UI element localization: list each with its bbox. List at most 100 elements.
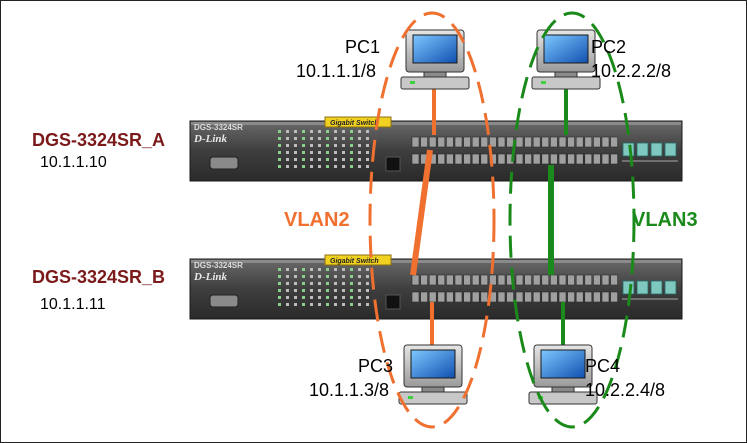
rj45-port-icon: [480, 153, 489, 165]
status-led-icon: [350, 296, 353, 299]
status-led-icon: [358, 144, 361, 147]
status-led-icon: [326, 296, 329, 299]
status-led-icon: [310, 289, 313, 292]
switch-b-name: DGS-3324SR_B: [32, 267, 166, 287]
status-led-icon: [342, 275, 345, 278]
pc1-computer-icon: [400, 29, 470, 90]
rj45-port-icon: [497, 291, 506, 303]
sfp-port-icon: [622, 142, 635, 157]
status-led-icon: [286, 303, 289, 306]
rj45-port-icon: [550, 274, 558, 286]
screen-icon: [412, 34, 458, 64]
sfp-port-icon: [650, 142, 663, 157]
status-led-icon: [326, 144, 329, 147]
status-led-icon: [278, 130, 281, 133]
status-led-icon: [334, 275, 337, 278]
status-led-icon: [294, 130, 297, 133]
rj45-port-icon: [567, 153, 575, 165]
status-led-icon: [310, 303, 313, 306]
console-port-icon: [209, 156, 239, 170]
status-led-icon: [366, 303, 369, 306]
status-led-icon: [358, 275, 361, 278]
status-led-icon: [366, 289, 369, 292]
rj45-port-icon: [567, 274, 575, 286]
status-led-icon: [302, 158, 305, 161]
rj45-port-icon: [497, 274, 506, 286]
status-led-icon: [302, 275, 305, 278]
status-led-icon: [342, 151, 345, 154]
sfp-port-icon: [636, 280, 649, 295]
status-led-icon: [302, 137, 305, 140]
rj45-port-icon: [428, 274, 437, 286]
status-led-icon: [358, 165, 361, 168]
status-led-icon: [342, 268, 345, 271]
rj45-port-icon: [558, 153, 567, 165]
status-led-icon: [318, 296, 321, 299]
gigabit-badge: [324, 254, 392, 266]
status-led-icon: [302, 144, 305, 147]
rj45-port-icon: [532, 274, 541, 286]
status-led-icon: [334, 289, 337, 292]
status-led-icon: [350, 137, 353, 140]
status-led-icon: [286, 296, 289, 299]
status-led-icon: [334, 144, 337, 147]
gigabit-badge-text: Gigabit Switch: [330, 120, 379, 127]
power-led-icon: [410, 81, 415, 84]
status-led-icon: [294, 289, 297, 292]
rj45-port-icon: [584, 291, 593, 303]
status-led-icon: [286, 268, 289, 271]
rj45-port-icon: [420, 136, 428, 148]
status-led-icon: [350, 144, 353, 147]
rj45-port-icon: [411, 274, 420, 286]
status-led-icon: [342, 144, 345, 147]
status-led-icon: [366, 275, 369, 278]
desktop-case-icon: [400, 76, 470, 90]
rj45-port-icon: [593, 291, 601, 303]
status-led-icon: [366, 137, 369, 140]
rj45-port-icon: [601, 136, 610, 148]
rj45-port-icon: [454, 153, 463, 165]
sfp-port-icon: [650, 280, 663, 295]
status-led-icon: [286, 137, 289, 140]
desktop-case-icon: [528, 391, 598, 405]
rj45-port-icon: [411, 136, 420, 148]
pc2-name: PC2: [591, 37, 627, 57]
gigabit-badge: [324, 116, 392, 128]
status-led-icon: [350, 268, 353, 271]
monitor-stand-icon: [554, 71, 578, 78]
rj45-port-icon: [420, 274, 428, 286]
status-led-icon: [310, 137, 313, 140]
status-led-icon: [310, 296, 313, 299]
status-led-icon: [318, 165, 321, 168]
status-led-icon: [278, 296, 281, 299]
status-led-icon: [358, 268, 361, 271]
status-led-icon: [278, 289, 281, 292]
rj45-port-icon: [471, 291, 480, 303]
rj45-port-icon: [550, 291, 558, 303]
rj45-port-icon: [480, 291, 489, 303]
status-led-icon: [366, 130, 369, 133]
rj45-port-icon: [558, 291, 567, 303]
switch-a-ip: 10.1.1.10: [40, 154, 107, 171]
status-led-icon: [358, 137, 361, 140]
switch-brand-logo: D-Link: [193, 133, 228, 145]
status-led-icon: [278, 275, 281, 278]
rj45-port-icon: [601, 274, 610, 286]
link-switch-a-switch-b-vlan2: [410, 149, 433, 276]
vlan3-boundary: [508, 11, 636, 429]
switch-brand-logo: D-Link: [193, 271, 228, 283]
rj45-port-icon: [541, 136, 550, 148]
status-led-icon: [358, 158, 361, 161]
status-led-icon: [350, 151, 353, 154]
status-led-icon: [334, 137, 337, 140]
status-led-icon: [318, 275, 321, 278]
rj45-port-icon: [524, 136, 532, 148]
status-led-icon: [334, 130, 337, 133]
status-led-icon: [278, 144, 281, 147]
status-led-icon: [318, 151, 321, 154]
status-led-icon: [294, 165, 297, 168]
status-led-icon: [342, 158, 345, 161]
rj45-port-icon: [471, 153, 480, 165]
rj45-port-icon: [463, 274, 471, 286]
status-led-icon: [366, 165, 369, 168]
